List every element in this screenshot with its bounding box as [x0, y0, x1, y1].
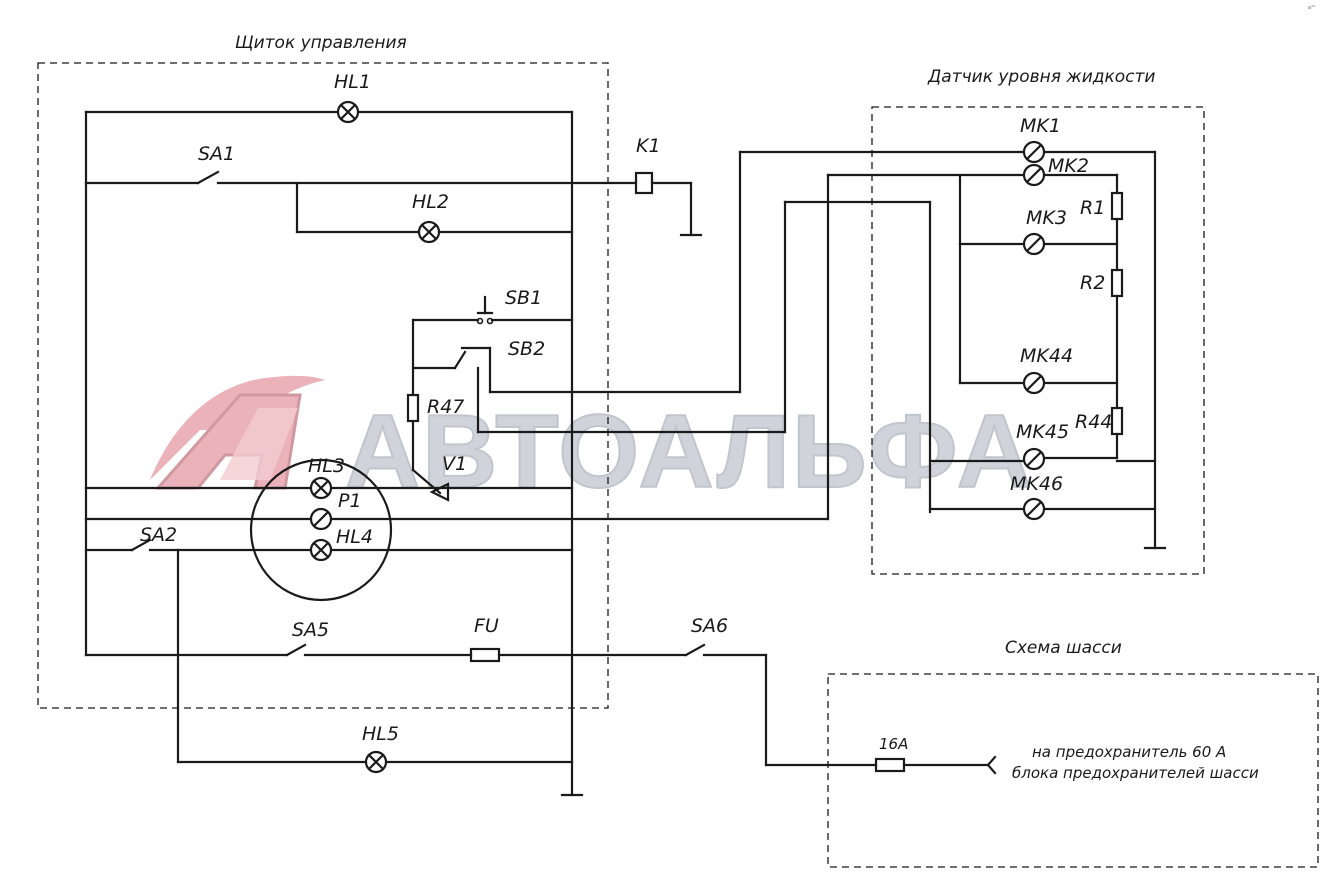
relay-k1: [634, 171, 654, 195]
contact-mk46: [1022, 497, 1046, 521]
resistor-r2: [1110, 268, 1124, 298]
label-mk1: MK1: [1020, 115, 1061, 137]
lamp-hl3: [309, 476, 333, 500]
contact-mk3: [1022, 232, 1046, 256]
lamp-hl1: [336, 100, 360, 124]
fuse-fu: [469, 647, 501, 663]
label-p1: P1: [338, 490, 362, 512]
gauge-circle: [249, 458, 393, 602]
label-r1: R1: [1080, 197, 1105, 219]
lamp-hl4: [309, 538, 333, 562]
label-k1: K1: [636, 135, 661, 157]
control-panel-block: [37, 62, 609, 709]
label-sa1: SA1: [198, 143, 235, 165]
component-labels: HL1 SA1 HL2 K1 SB1 SB2 R47 V1 HL3 P1 HL4…: [140, 5, 1315, 782]
sensor-wiring: [738, 150, 1167, 550]
chassis-title: Схема шасси: [1005, 638, 1122, 658]
label-sb2: SB2: [508, 338, 545, 360]
label-hl1: HL1: [334, 71, 371, 93]
label-sa2: SA2: [140, 524, 177, 546]
label-r44: R44: [1075, 411, 1112, 433]
label-hl5: HL5: [362, 723, 399, 745]
gauge-p1: [309, 507, 333, 531]
contact-mk44: [1022, 371, 1046, 395]
fuse-16a: [874, 757, 906, 773]
control-panel-title: Щиток управления: [235, 33, 407, 53]
label-mk2: MK2: [1048, 155, 1089, 177]
label-sb1: SB1: [505, 287, 542, 309]
chassis-note-line2: блока предохранителей шасси: [1012, 764, 1259, 782]
label-mk46: MK46: [1010, 473, 1063, 495]
label-fu: FU: [474, 615, 499, 637]
watermark-text: АВТОАЛЬФА: [345, 394, 1034, 510]
resistor-r1: [1110, 191, 1124, 221]
contact-mk45: [1022, 447, 1046, 471]
level-sensor-title: Датчик уровня жидкости: [927, 67, 1155, 87]
label-mk44: MK44: [1020, 345, 1073, 367]
contact-mk1: [1022, 140, 1046, 164]
label-r47: R47: [427, 396, 464, 418]
label-fuse-16a: 16A: [879, 735, 908, 753]
label-hl4: HL4: [336, 526, 373, 548]
label-mk45: MK45: [1016, 421, 1069, 443]
control-panel-wiring: [84, 110, 997, 797]
label-v1: V1: [442, 453, 467, 475]
label-r2: R2: [1080, 272, 1105, 294]
chassis-note-line1: на предохранитель 60 А: [1032, 743, 1226, 761]
corner-mark: a²²: [1308, 5, 1315, 11]
level-sensor-block: [871, 106, 1205, 575]
label-sa5: SA5: [292, 619, 329, 641]
label-mk3: MK3: [1026, 207, 1067, 229]
label-sa6: SA6: [691, 615, 728, 637]
label-hl2: HL2: [412, 191, 449, 213]
contact-mk2: [1022, 163, 1046, 187]
lamp-hl2: [417, 220, 441, 244]
chassis-block: [827, 673, 1319, 868]
watermark-logo: [150, 375, 325, 490]
watermark: АВТОАЛЬФА: [150, 375, 1034, 511]
resistor-r44: [1110, 406, 1124, 436]
lamp-hl5: [364, 750, 388, 774]
label-hl3: HL3: [308, 455, 345, 477]
